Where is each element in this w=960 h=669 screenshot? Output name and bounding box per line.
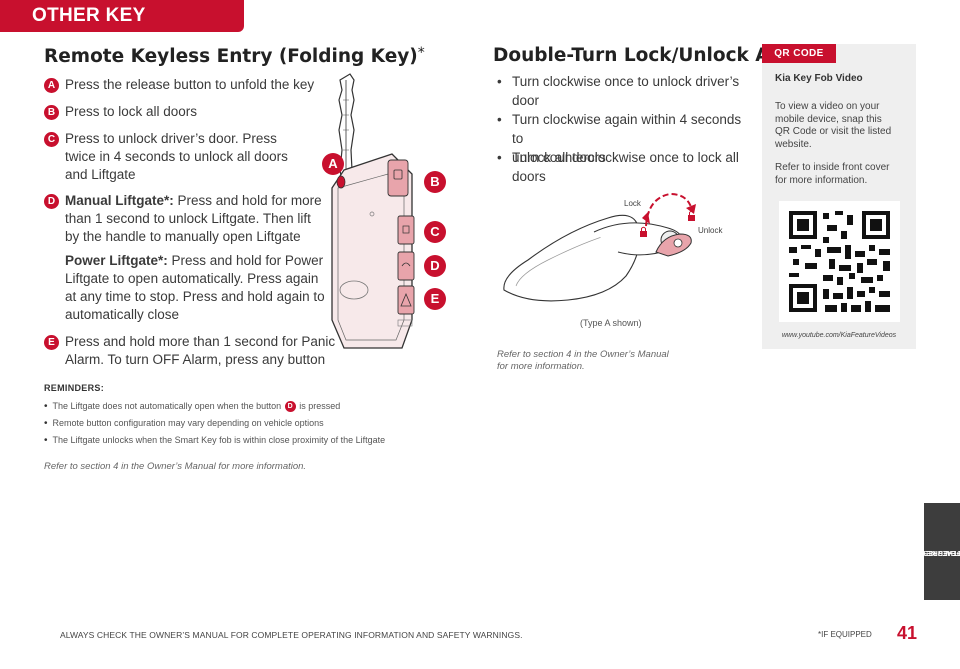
middle-ref-line-2: for more information. [497, 361, 585, 372]
bullet-3-line-2: doors [512, 169, 546, 184]
power-liftgate-line-2: Liftgate to open automatically. Press ag… [65, 271, 319, 286]
remote-keyless-title-text: Remote Keyless Entry (Folding Key) [44, 46, 418, 67]
reminder-bullet: • [44, 401, 48, 412]
qr-panel-heading: Kia Key Fob Video [775, 73, 863, 84]
video-url-link[interactable]: www.youtube.com/KiaFeatureVideos [781, 332, 897, 339]
step-e-line-2: Alarm. To turn OFF Alarm, press any butt… [65, 352, 326, 367]
qr-panel-tab: QR CODE [762, 44, 836, 63]
side-tab-line-2: FEATURES [923, 548, 960, 556]
step-d-bold: Manual Liftgate*: [65, 193, 174, 208]
qr-text-line-3: QR Code or visit the listed [775, 126, 892, 137]
step-d-text: Manual Liftgate*: Press and hold for mor… [65, 192, 322, 246]
step-power-liftgate: Power Liftgate*: Press and hold for Powe… [65, 252, 325, 324]
callout-c: C [424, 221, 446, 243]
step-d-line-1: Press and hold for more [173, 193, 322, 208]
bullet-3: • Turn counterclockwise once to lock all d… [497, 148, 742, 186]
step-e-text: Press and hold more than 1 second for Pa… [65, 333, 335, 369]
bullet-dot: • [497, 74, 502, 89]
step-a: A Press the release button to unfold the … [44, 76, 314, 94]
callout-a: A [322, 153, 344, 175]
step-a-text: Press the release button to unfold the k… [65, 77, 315, 92]
step-c-line-1: Press to unlock driver’s door. Press [65, 131, 277, 146]
key-fob-illustration [331, 73, 415, 349]
reminder-bullet: • [44, 435, 48, 446]
power-liftgate-line-3: at any time to stop. Press and hold agai… [65, 289, 325, 304]
unlock-icon [688, 210, 695, 221]
lock-label: Lock [624, 199, 641, 208]
middle-reference-note: Refer to section 4 in the Owner’s Manual… [497, 349, 669, 373]
type-a-label: (Type A shown) [580, 318, 642, 328]
middle-ref-line-1: Refer to section 4 in the Owner’s Manual [497, 349, 669, 360]
badge-c: C [44, 132, 59, 147]
lock-icon [640, 226, 647, 237]
qr-text-line-1: To view a video on your [775, 101, 880, 112]
step-b-text: Press to lock all doors [65, 104, 198, 119]
step-e-line-1: Press and hold more than 1 second for Pa… [65, 334, 336, 349]
power-liftgate-bold: Power Liftgate*: [65, 253, 168, 268]
door-handle-illustration [503, 192, 696, 302]
qr-text2-line-2: for more information. [775, 174, 868, 186]
power-liftgate-text: Power Liftgate*: Press and hold for Powe… [65, 252, 325, 324]
power-liftgate-line-4: automatically close [65, 307, 180, 322]
power-liftgate-line-1: Press and hold for Power [167, 253, 324, 268]
step-c-line-2: twice in 4 seconds to unlock all doors [65, 149, 288, 164]
reminder-bullet: • [44, 418, 48, 429]
bullet-3-line-1: Turn counterclockwise once to lock all [512, 150, 739, 165]
double-turn-title: Double-Turn Lock/Unlock All [493, 45, 783, 66]
callout-b: B [424, 171, 446, 193]
bullet-2-line-2: unlock all doors [512, 150, 606, 165]
step-d: D Manual Liftgate*: Press and hold for mo… [44, 192, 322, 246]
badge-b: B [44, 105, 59, 120]
reminder-2: • Remote button configuration may vary de… [44, 418, 324, 429]
key-in-cylinder [655, 230, 692, 257]
door-handle [503, 214, 682, 302]
qr-text-line-2: mobile device, snap this [775, 113, 882, 125]
qr-code-graphic [789, 211, 890, 312]
page-number: 41 [897, 623, 918, 643]
bullet-2: • Turn clockwise again within 4 seconds t… [497, 110, 742, 167]
reminder-1: • The Liftgate does not automatically ope… [44, 401, 340, 412]
callout-e: E [424, 288, 446, 310]
unlock-label: Unlock [698, 226, 723, 235]
badge-d: D [44, 194, 59, 209]
step-d-line-3: by the handle to manually open Liftgate [65, 229, 301, 244]
left-reference-note: Refer to section 4 in the Owner’s Manual… [44, 461, 307, 472]
bullet-1: • Turn clockwise once to unlock driver’s d… [497, 72, 742, 110]
qr-code[interactable] [779, 201, 900, 322]
reminder-3: • The Liftgate unlocks when the Smart Key… [44, 435, 385, 446]
reminder-badge-d: D [284, 401, 296, 412]
fob-body [331, 153, 415, 349]
qr-text2-line-1: Refer to inside front cover [775, 162, 890, 173]
bullet-dot: • [497, 150, 502, 165]
callout-d: D [424, 255, 446, 277]
badge-e: E [44, 335, 59, 350]
footer-warning: ALWAYS CHECK THE OWNER’S MANUAL FOR COMP… [60, 630, 523, 640]
step-b: B Press to lock all doors [44, 103, 197, 121]
bullet-dot: • [497, 112, 502, 127]
reminder-3-text: The Liftgate unlocks when the Smart Key … [52, 435, 386, 445]
step-c-text: Press to unlock driver’s door. Press twic… [65, 130, 288, 184]
remote-keyless-title: Remote Keyless Entry (Folding Key)* [44, 45, 425, 67]
if-equipped-mark: * [417, 45, 425, 61]
bullet-1-line-1: Turn clockwise once to unlock driver’s [512, 74, 740, 89]
reminders-heading: REMINDERS: [44, 383, 105, 393]
qr-text-line-4: website. [775, 138, 812, 150]
reminder-2-text: Remote button configuration may vary dep… [52, 418, 324, 428]
badge-a: A [44, 78, 59, 93]
step-c-line-3: and Liftgate [65, 167, 136, 182]
if-equipped-note: *IF EQUIPPED [818, 630, 872, 639]
step-d-line-2: than 1 second to unlock Liftgate. Then l… [65, 211, 311, 226]
rotation-arrow [642, 192, 696, 227]
reminder-1-pre: The Liftgate does not automatically open… [52, 401, 284, 411]
bullet-2-line-1: Turn clockwise again within 4 seconds to [512, 112, 742, 146]
section-tab: OTHER KEY FEATURES [0, 0, 244, 58]
reminder-1-post: is pressed [296, 401, 341, 411]
step-c: C Press to unlock driver’s door. Press twi… [44, 130, 288, 184]
bullet-1-line-2: door [512, 93, 540, 108]
step-e: E Press and hold more than 1 second for P… [44, 333, 335, 369]
